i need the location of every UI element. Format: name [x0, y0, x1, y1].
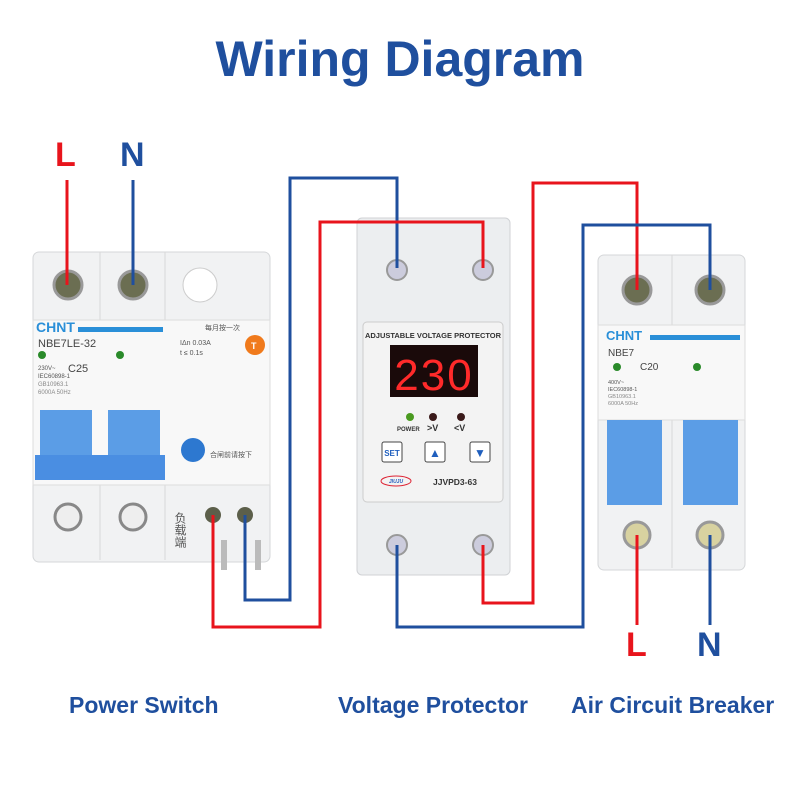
input-neutral-label: N	[120, 136, 145, 174]
svg-text:合闸前请按下: 合闸前请按下	[210, 450, 252, 459]
svg-text:IΔn 0.03A: IΔn 0.03A	[180, 340, 211, 347]
power-switch-device: CHNT NBE7LE-32 C25 230V~ IEC60898-1 GB10…	[32, 251, 271, 570]
svg-text:CHNT: CHNT	[606, 328, 642, 343]
caption-air-circuit-breaker: Air Circuit Breaker	[571, 692, 775, 718]
neutral-wire-switch-to-protector	[243, 176, 399, 602]
caption-power-switch: Power Switch	[69, 692, 219, 718]
svg-text:IEC60898-1: IEC60898-1	[38, 374, 71, 380]
svg-text:230V~: 230V~	[38, 366, 56, 372]
caption-voltage-protector: Voltage Protector	[338, 692, 528, 718]
svg-text:230: 230	[394, 351, 473, 400]
neutral-wire-protector-to-breaker	[395, 223, 712, 629]
svg-text:IEC60898-1: IEC60898-1	[608, 387, 637, 393]
handle-right[interactable]	[683, 420, 738, 505]
svg-text:>V: >V	[427, 423, 438, 433]
line-wire-protector-to-breaker	[481, 181, 639, 605]
test-button[interactable]	[245, 335, 265, 355]
svg-text:C25: C25	[68, 363, 88, 375]
svg-text:负载端: 负载端	[173, 512, 187, 549]
svg-text:POWER: POWER	[397, 427, 420, 433]
svg-text:ADJUSTABLE VOLTAGE PROTECTOR: ADJUSTABLE VOLTAGE PROTECTOR	[365, 331, 502, 340]
up-button[interactable]: ▲	[424, 441, 446, 463]
output-neutral-label: N	[697, 626, 722, 664]
svg-text:T: T	[251, 341, 257, 351]
set-button[interactable]: SET	[381, 441, 403, 463]
svg-text:t ≤ 0.1s: t ≤ 0.1s	[180, 350, 203, 357]
svg-text:▲: ▲	[429, 446, 441, 460]
output-line-label: L	[626, 626, 647, 664]
wires	[65, 176, 712, 629]
line-wire-switch-to-protector	[211, 220, 485, 629]
voltage-display	[390, 345, 478, 397]
input-line-label: L	[55, 136, 76, 174]
svg-text:<V: <V	[454, 423, 465, 433]
svg-text:GB10963.1: GB10963.1	[608, 394, 636, 400]
svg-text:NBE7: NBE7	[608, 348, 635, 359]
svg-text:6000A 50Hz: 6000A 50Hz	[38, 390, 71, 396]
voltage-protector-device: ADJUSTABLE VOLTAGE PROTECTOR 230 POWER >…	[356, 217, 511, 576]
svg-text:NBE7LE-32: NBE7LE-32	[38, 338, 96, 350]
svg-text:SET: SET	[384, 449, 400, 458]
svg-text:▼: ▼	[474, 446, 486, 460]
svg-text:每月按一次: 每月按一次	[205, 323, 240, 332]
svg-text:6000A 50Hz: 6000A 50Hz	[608, 401, 638, 407]
down-button[interactable]: ▼	[469, 441, 491, 463]
svg-text:400V~: 400V~	[608, 380, 624, 386]
svg-text:GB10963.1: GB10963.1	[38, 382, 69, 388]
svg-text:C20: C20	[640, 362, 659, 373]
air-circuit-breaker-device: CHNT NBE7 C20 400V~ IEC60898-1 GB10963.1…	[597, 254, 746, 571]
svg-text:JJVPD3-63: JJVPD3-63	[433, 477, 477, 487]
svg-text:JIUJU: JIUJU	[389, 479, 404, 485]
svg-text:CHNT: CHNT	[36, 319, 75, 335]
page-title: Wiring Diagram	[215, 31, 585, 87]
reset-knob[interactable]	[181, 438, 205, 462]
handle-left[interactable]	[607, 420, 662, 505]
